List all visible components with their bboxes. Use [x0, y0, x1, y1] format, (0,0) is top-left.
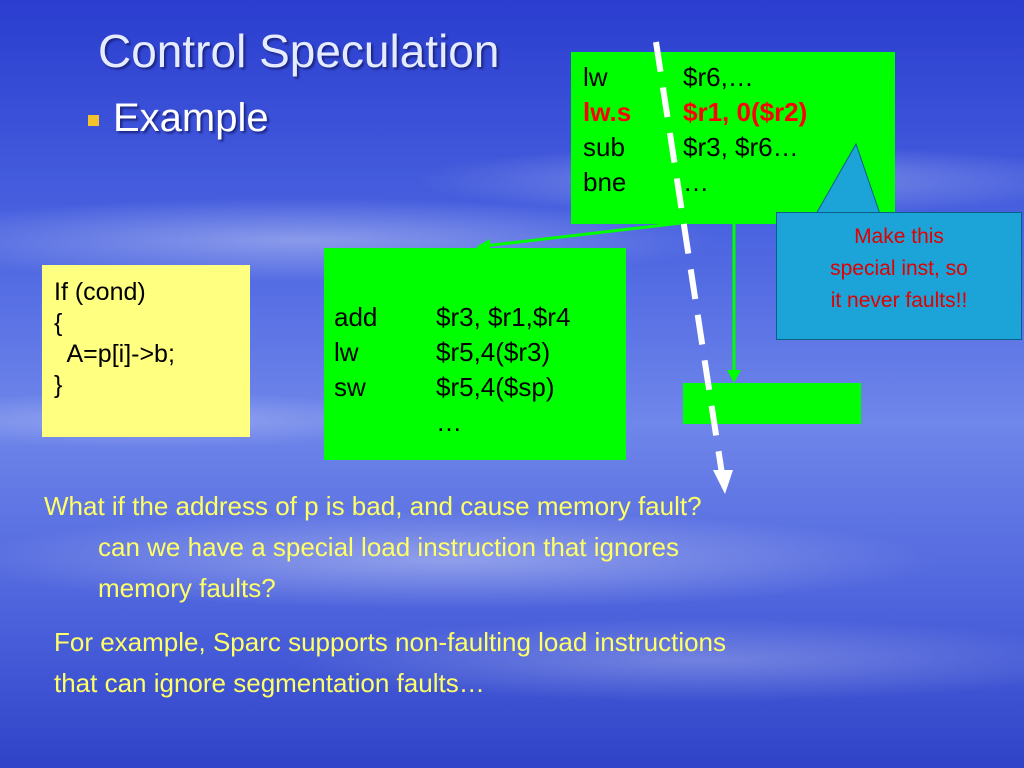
code-opcode: lw.s — [583, 97, 632, 127]
source-line: If (cond) — [54, 278, 146, 306]
source-line: } — [54, 371, 63, 399]
code-line: sub $r3, $r6… — [583, 130, 883, 165]
code-args: $r3, $r6… — [683, 132, 799, 162]
code-line: sw $r5,4($sp) — [334, 370, 616, 405]
slide-title: Control Speculation — [98, 25, 500, 77]
code-line: lw $r5,4($r3) — [334, 335, 616, 370]
code-opcode: sw — [334, 372, 366, 402]
target-block — [683, 383, 861, 424]
code-opcode: sub — [583, 132, 625, 162]
source-line: A=p[i]->b; — [54, 340, 175, 368]
question-paragraph: What if the address of p is bad, and cau… — [44, 486, 944, 609]
bullet-item: Example — [88, 96, 269, 141]
question-line: memory faults? — [98, 573, 276, 603]
code-line: … — [334, 405, 616, 440]
fallthrough-arrowhead — [727, 370, 741, 383]
code-args: $r5,4($sp) — [436, 372, 555, 402]
middle-code-box: add $r3, $r1,$r4 lw $r5,4($r3) sw $r5,4(… — [324, 248, 626, 460]
code-args: … — [683, 167, 709, 197]
callout-line: special inst, so — [830, 257, 968, 280]
code-line: bne … — [583, 165, 883, 200]
source-code-box: If (cond) { A=p[i]->b; } — [42, 265, 250, 437]
question-line: What if the address of p is bad, and cau… — [44, 491, 702, 521]
code-opcode — [334, 405, 436, 440]
callout-line: it never faults!! — [830, 289, 968, 312]
code-line: lw $r6,… — [583, 60, 883, 95]
code-line: add $r3, $r1,$r4 — [334, 300, 616, 335]
code-args: … — [436, 407, 462, 437]
source-line: { — [54, 309, 63, 337]
code-args: $r3, $r1,$r4 — [436, 302, 571, 332]
callout-line: Make this — [854, 225, 944, 248]
example-paragraph: For example, Sparc supports non-faulting… — [54, 622, 954, 704]
branch-arrow — [483, 220, 691, 248]
callout-box: Make this special inst, so it never faul… — [776, 212, 1022, 340]
code-args: $r5,4($r3) — [436, 337, 551, 367]
bullet-text: Example — [113, 96, 269, 140]
bullet-square-icon — [88, 115, 99, 126]
code-opcode: lw — [583, 62, 608, 92]
code-args: $r1, 0($r2) — [683, 97, 808, 127]
code-line-highlight: lw.s $r1, 0($r2) — [583, 95, 883, 130]
example-line: For example, Sparc supports non-faulting… — [54, 627, 727, 657]
code-args: $r6,… — [683, 62, 754, 92]
code-opcode: add — [334, 302, 378, 332]
code-opcode: bne — [583, 167, 627, 197]
code-opcode: lw — [334, 337, 359, 367]
example-line: that can ignore segmentation faults… — [54, 668, 485, 698]
question-line: can we have a special load instruction t… — [98, 532, 680, 562]
top-code-box: lw $r6,… lw.s $r1, 0($r2) sub $r3, $r6… … — [571, 52, 895, 224]
